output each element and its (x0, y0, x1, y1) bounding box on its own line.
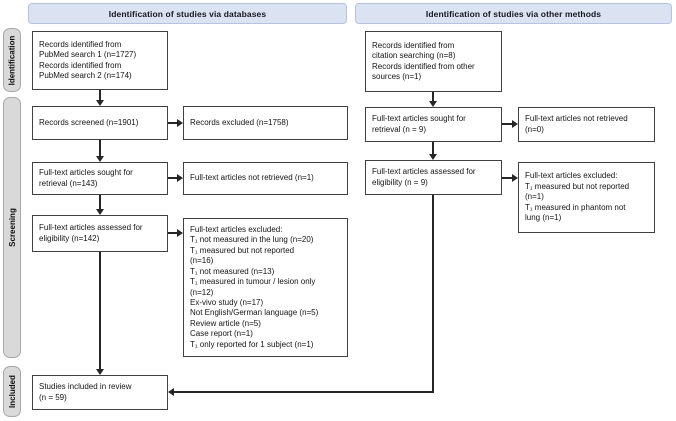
arrow-om-sought-to-notretrieved-head (512, 120, 518, 128)
box-fulltext-not-retrieved-databases: Full-text articles not retrieved (n=1) (183, 162, 348, 195)
arrow-screened-to-excluded-line (168, 122, 177, 124)
box-records-screened: Records screened (n=1901) (32, 106, 168, 140)
arrow-assessed-to-excluded-head (177, 229, 183, 237)
header-databases: Identification of studies via databases (28, 3, 347, 24)
box-records-excluded: Records excluded (n=1758) (183, 106, 348, 140)
arrow-assessed-to-included-line (99, 252, 101, 369)
box-fulltext-not-retrieved-other: Full-text articles not retrieved(n=0) (518, 107, 655, 142)
arrow-om-identified-to-sought-line (432, 92, 434, 101)
arrow-assessed-to-included-head (96, 369, 104, 375)
arrow-om-identified-to-sought-head (429, 101, 437, 107)
arrow-sought-to-assessed-head (96, 209, 104, 215)
arrow-sought-to-notretrieved-head (177, 174, 183, 182)
box-fulltext-excluded-databases: Full-text articles excluded:T₁ not measu… (183, 218, 348, 357)
arrow-om-sought-to-assessed-line (432, 142, 434, 154)
arrow-assessed-to-excluded-line (168, 232, 177, 234)
arrow-om-sought-to-notretrieved-line (502, 123, 512, 125)
arrow-screened-to-excluded-head (177, 119, 183, 127)
arrow-screened-to-sought-line (99, 140, 101, 156)
arrow-om-sought-to-assessed-head (429, 154, 437, 160)
arrow-om-assessed-to-excluded-head (512, 174, 518, 182)
arrow-sought-to-notretrieved-line (168, 177, 177, 179)
arrow-om-assessed-to-included-head (168, 388, 174, 396)
sidebar-included: Included (3, 366, 21, 417)
arrow-om-assessed-to-excluded-line (502, 177, 512, 179)
box-fulltext-excluded-other: Full-text articles excluded:T₁ measured … (518, 162, 655, 233)
sidebar-screening-label: Screening (7, 208, 17, 247)
box-studies-included: Studies included in review(n = 59) (32, 375, 168, 410)
sidebar-identification: Identification (3, 28, 21, 92)
sidebar-identification-label: Identification (7, 35, 17, 85)
sidebar-screening: Screening (3, 97, 21, 358)
arrow-om-assessed-to-included-vline (432, 195, 434, 393)
arrow-sought-to-assessed-line (99, 195, 101, 209)
sidebar-included-label: Included (7, 375, 17, 408)
arrow-identified-to-screened-line (99, 90, 101, 100)
arrow-om-assessed-to-included-hline (174, 391, 434, 393)
arrow-screened-to-sought-head (96, 156, 104, 162)
header-other-methods: Identification of studies via other meth… (355, 3, 672, 24)
arrow-identified-to-screened-head (96, 100, 104, 106)
